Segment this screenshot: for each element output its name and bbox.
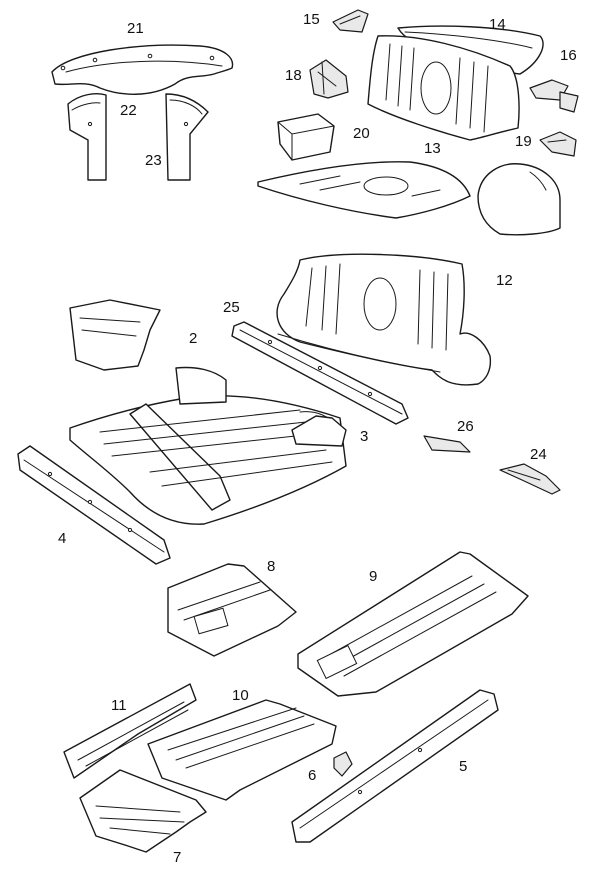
callout-20: 20 bbox=[353, 125, 370, 142]
part-10-floor-panel bbox=[147, 699, 337, 801]
part-15-bracket bbox=[332, 9, 369, 33]
callout-15: 15 bbox=[303, 11, 320, 28]
callout-labels: 21 15 14 16 18 22 23 20 13 19 12 25 2 3 … bbox=[58, 11, 577, 866]
callout-12: 12 bbox=[496, 272, 513, 289]
part-25-crossmember bbox=[231, 321, 409, 425]
part-20-battery-box bbox=[277, 113, 335, 161]
part-9-long-floor bbox=[297, 551, 529, 697]
part-26-plate bbox=[423, 435, 471, 453]
part-5-sill-strip bbox=[291, 689, 499, 843]
part-11-floor-panel bbox=[63, 683, 197, 779]
part-3-sill bbox=[291, 415, 347, 447]
callout-13: 13 bbox=[424, 140, 441, 157]
callout-18: 18 bbox=[285, 67, 302, 84]
part-2-floor-pan-assembly bbox=[69, 366, 347, 525]
callout-3: 3 bbox=[360, 428, 368, 445]
part-13-rear-panel bbox=[367, 35, 520, 141]
callout-10: 10 bbox=[232, 687, 249, 704]
callout-2: 2 bbox=[189, 330, 197, 347]
part-6-fastener bbox=[333, 751, 353, 777]
callout-24: 24 bbox=[530, 446, 547, 463]
part-12-rear-seat-pan bbox=[276, 253, 492, 386]
callout-5: 5 bbox=[459, 758, 467, 775]
callout-14: 14 bbox=[489, 16, 506, 33]
part-rear-wheel-arch bbox=[477, 163, 561, 236]
callout-26: 26 bbox=[457, 418, 474, 435]
part-22-side-trim bbox=[67, 93, 107, 181]
part-18-bracket bbox=[309, 59, 349, 99]
callout-11: 11 bbox=[111, 697, 127, 714]
callout-22: 22 bbox=[120, 102, 137, 119]
callout-25: 25 bbox=[223, 299, 240, 316]
callout-9: 9 bbox=[369, 568, 377, 585]
callout-21: 21 bbox=[127, 20, 144, 37]
callout-7: 7 bbox=[173, 849, 181, 866]
part-8-front-floor bbox=[167, 563, 297, 657]
part-13-boot-floor bbox=[257, 161, 471, 219]
part-4-sill-member bbox=[17, 445, 171, 565]
callout-16: 16 bbox=[560, 47, 577, 64]
callout-4: 4 bbox=[58, 530, 66, 547]
callout-23: 23 bbox=[145, 152, 162, 169]
callout-8: 8 bbox=[267, 558, 275, 575]
callout-6: 6 bbox=[308, 767, 316, 784]
callout-19: 19 bbox=[515, 133, 532, 150]
part-23-side-trim bbox=[165, 93, 209, 181]
part-side-panel bbox=[69, 299, 161, 371]
part-7-front-floor bbox=[79, 769, 207, 853]
part-21-parcel-trim bbox=[51, 44, 234, 95]
part-24-bracket bbox=[499, 463, 561, 495]
part-16-bracket bbox=[529, 79, 579, 113]
part-19-bracket bbox=[539, 131, 577, 157]
